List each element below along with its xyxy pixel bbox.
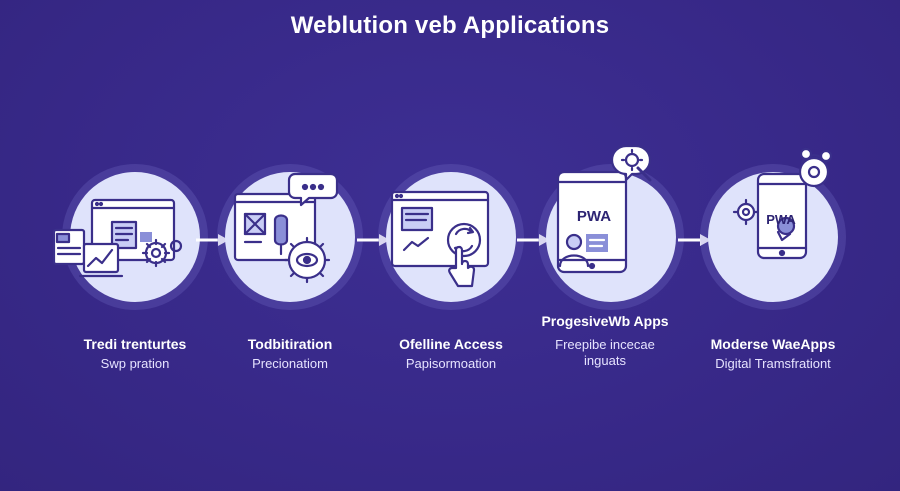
stage-title: Todbitiration bbox=[247, 336, 333, 352]
stage-subtitle: Swp pration bbox=[100, 356, 170, 371]
browser-gear-chat-icon bbox=[233, 172, 339, 284]
flow-arrow-1 bbox=[196, 234, 229, 246]
stage-3 bbox=[378, 164, 524, 310]
stage-title: ProgesiveWb Apps bbox=[541, 313, 669, 329]
stage-label-5: Moderse WaeApps Digital Tramsfrationt bbox=[683, 336, 863, 372]
stage-subtitle: Precionatiom bbox=[252, 356, 328, 371]
flow-arrow-4 bbox=[678, 234, 711, 246]
stage-subtitle: Papisormoation bbox=[405, 356, 497, 371]
stage-label-2: Todbitiration Precionatiom bbox=[200, 336, 380, 372]
stage-title: Ofelline Access bbox=[399, 336, 503, 352]
stage-title: Tredi trenturtes bbox=[83, 336, 187, 352]
browser-touch-sync-icon bbox=[390, 190, 490, 288]
stage-label-3: Ofelline Access Papisormoation bbox=[361, 336, 541, 372]
stage-subtitle: Digital Tramsfrationt bbox=[715, 356, 831, 371]
pwa-tablet-user-icon bbox=[556, 144, 652, 274]
pwa-badge: PWA bbox=[576, 208, 612, 225]
pwa-badge: PWA bbox=[766, 212, 796, 227]
stage-4: PWA bbox=[538, 144, 684, 310]
stage-subtitle: Freepibe incecae inguats bbox=[555, 337, 655, 368]
stage-5: PWA bbox=[700, 147, 846, 310]
page-title: Weblution veb Applications bbox=[290, 12, 610, 39]
pwa-phone-gear-icon bbox=[732, 147, 833, 260]
stage-label-4: ProgesiveWb Apps Freepibe incecae inguat… bbox=[515, 313, 695, 369]
stage-label-1: Tredi trenturtes Swp pration bbox=[45, 336, 225, 372]
stage-1 bbox=[52, 164, 208, 310]
flow-arrow-3 bbox=[517, 234, 550, 246]
stage-title: Moderse WaeApps bbox=[710, 336, 836, 352]
desktop-window-chart-icon bbox=[52, 198, 183, 278]
stage-2 bbox=[217, 164, 363, 310]
flow-arrow-2 bbox=[357, 234, 390, 246]
